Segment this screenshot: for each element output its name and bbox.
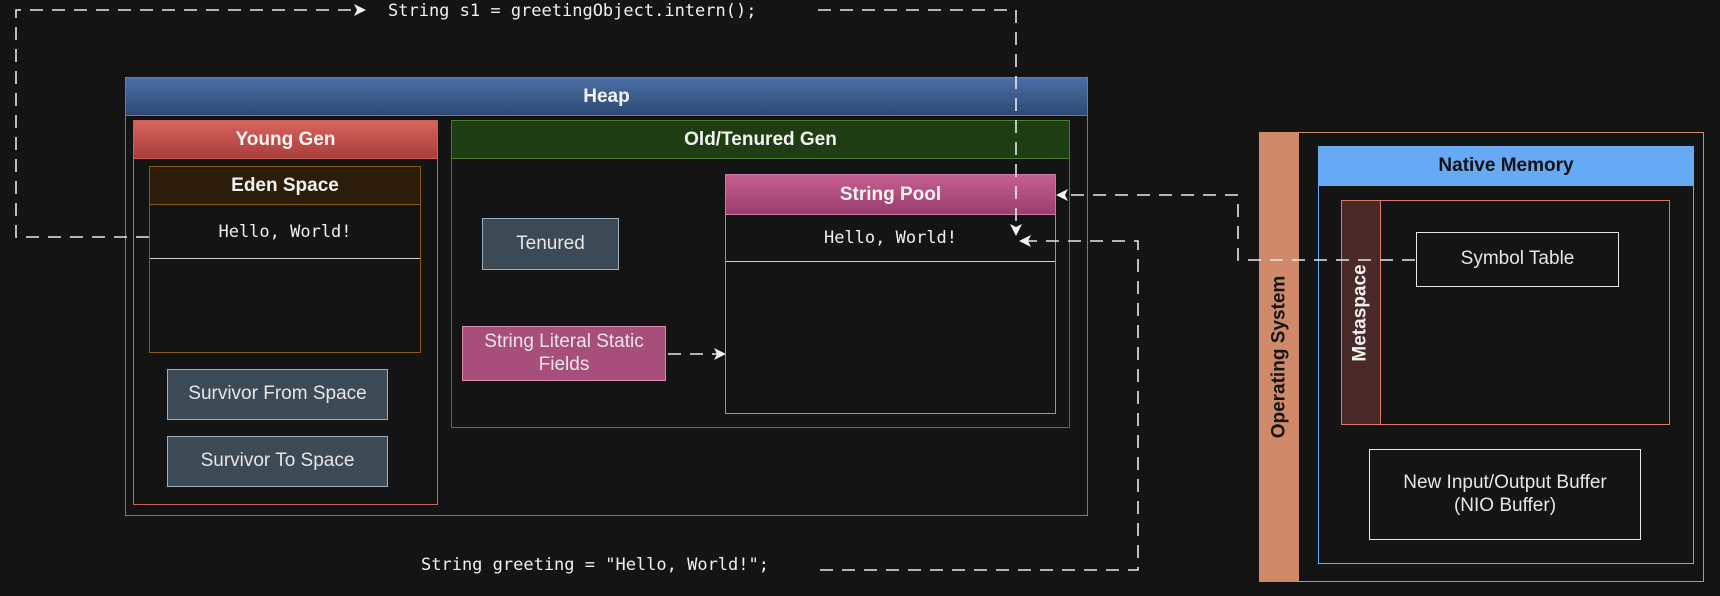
old-gen-container: Old/Tenured Gen (451, 120, 1070, 428)
eden-space-title: Eden Space (150, 167, 420, 205)
young-gen-container: Young Gen (133, 120, 438, 505)
heap-title: Heap (126, 78, 1087, 116)
arrow-intern-to-string-pool (818, 9, 1022, 236)
code-intern-statement: String s1 = greetingObject.intern(); (388, 1, 757, 21)
arrow-greeting-to-string-pool (820, 235, 1139, 571)
string-pool-hello-world-value: Hello, World! (726, 215, 1055, 262)
string-pool: String Pool Hello, World! (725, 174, 1056, 414)
code-greeting-declaration: String greeting = "Hello, World!"; (421, 555, 769, 575)
eden-space: Eden Space Hello, World! (149, 166, 421, 353)
tenured-box: Tenured (482, 218, 619, 270)
eden-hello-world-value: Hello, World! (150, 205, 420, 259)
symbol-table: Symbol Table (1416, 232, 1619, 287)
native-memory-container: Native Memory (1318, 146, 1694, 564)
heap-container: Heap (125, 77, 1088, 516)
metaspace-bar: Metaspace (1342, 201, 1381, 424)
arrow-eden-to-intern-code (15, 4, 366, 238)
arrow-symbol-table-to-string-pool (1056, 189, 1415, 261)
old-gen-title: Old/Tenured Gen (452, 121, 1069, 159)
operating-system-container: Operating System (1259, 132, 1704, 582)
survivor-from-space: Survivor From Space (167, 369, 388, 420)
string-literal-static-fields: String Literal Static Fields (462, 326, 666, 381)
young-gen-title: Young Gen (134, 121, 437, 159)
survivor-to-space: Survivor To Space (167, 436, 388, 487)
string-pool-title: String Pool (726, 175, 1055, 215)
nio-buffer: New Input/Output Buffer (NIO Buffer) (1369, 449, 1641, 540)
operating-system-sidebar: Operating System (1260, 133, 1299, 581)
native-memory-title: Native Memory (1319, 147, 1693, 186)
metaspace-container: Metaspace (1341, 200, 1670, 425)
